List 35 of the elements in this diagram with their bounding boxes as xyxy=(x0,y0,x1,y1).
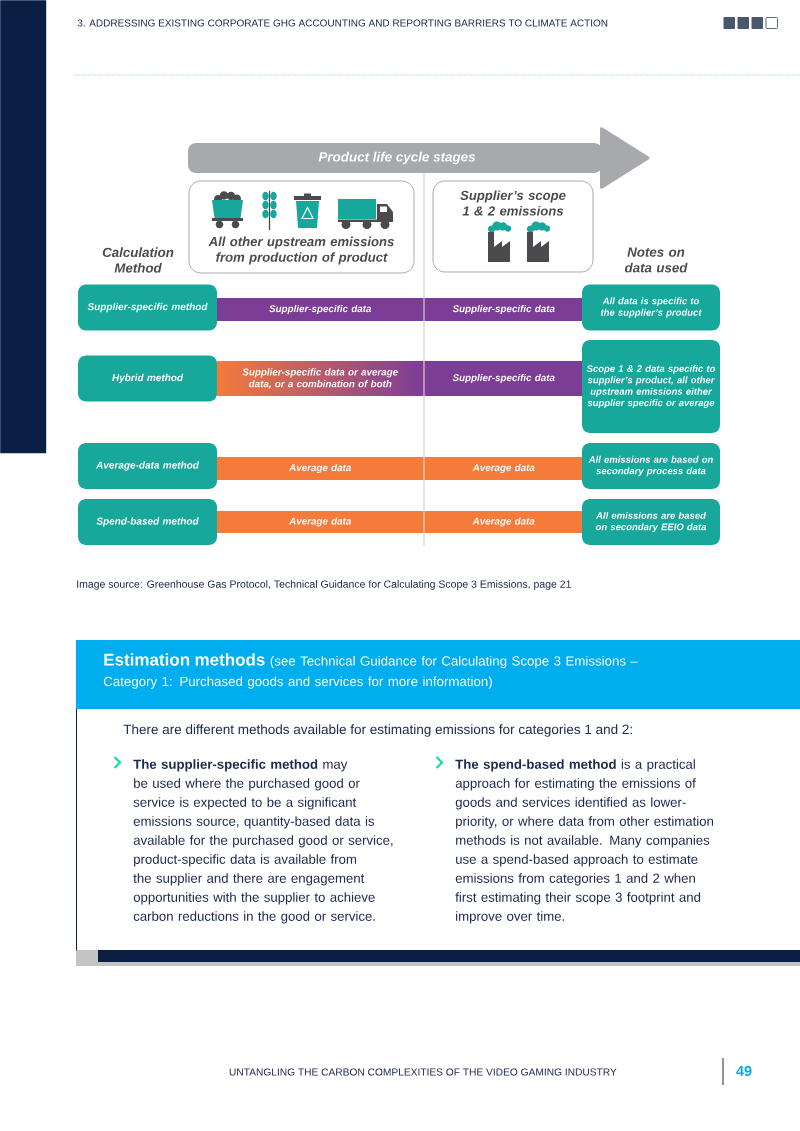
method-box: Hybrid method xyxy=(78,355,217,402)
source-caption: Image source: Greenhouse Gas Protocol, Technical Guidance for Calculating Scope 3 Emissions, page 21 xyxy=(77,580,571,590)
data-bar: Supplier-specific data xyxy=(424,361,583,396)
bullet-paragraph: The spend-based method is a practical approach for estimating the emissions of goods and services identified as lower-priority, or where data from other estimation methods is not available. Many companies use a spend-based approach to estimate emissions from categories 1 and 2 when first estimating their scope 3 footprint and improve over time. xyxy=(455,759,714,924)
data-bar: Average data xyxy=(217,457,424,480)
side-bar xyxy=(0,0,47,454)
stage-box: Supplier’s scope 1 & 2 emissions xyxy=(432,180,594,273)
data-bar: Supplier-specific data xyxy=(424,298,583,321)
running-head: 3. ADDRESSING EXISTING CORPORATE GHG ACCOUNTING AND REPORTING BARRIERS TO CLIMATE ACTION xyxy=(77,19,608,27)
column-heading: Calculation Method xyxy=(102,247,174,273)
node-label: Average data xyxy=(289,463,351,474)
note-box: All emissions are based on secondary EEIO data xyxy=(582,499,720,545)
node-label: Supplier-specific data xyxy=(452,373,555,384)
page-number: 49 xyxy=(736,1065,752,1077)
method-box: Spend-based method xyxy=(78,499,217,545)
note-box: All emissions are based on secondary process data xyxy=(582,443,720,489)
node-label: Average data xyxy=(289,517,351,527)
method-box: Supplier-specific method xyxy=(78,284,217,331)
data-bar: Average data xyxy=(424,457,583,480)
data-bar: Average data xyxy=(424,511,583,533)
data-bar: Supplier-specific data or average data, or a combination of both xyxy=(217,361,424,396)
node-label: Average data xyxy=(472,463,535,474)
intro-paragraph: There are different methods available for estimating emissions for categories 1 and 2: xyxy=(123,724,632,737)
panel-heading: Estimation methods (see Technical Guidance for Calculating Scope 3 Emissions – Category 1: Purchased goods and services for more information) xyxy=(76,640,800,709)
node-label: Average data xyxy=(472,517,535,527)
method-box: Average-data method xyxy=(78,443,217,489)
note-box: All data is specific to the supplier’s product xyxy=(582,284,720,331)
node-label: Supplier-specific data xyxy=(269,304,372,315)
data-bar: Average data xyxy=(217,511,424,533)
running-footer: UNTANGLING THE CARBON COMPLEXITIES OF THE VIDEO GAMING INDUSTRY xyxy=(229,1068,617,1076)
node-label: Supplier-specific data xyxy=(452,304,555,315)
bullet-paragraph: The supplier-specific method may be used where the purchased good or service is expected to be a significant emissions source, quantity-based data is available for the purchased good or service, product-specific data is available from the supplier and there are engagement opportunities with the supplier to achieve carbon reductions in the good or service. xyxy=(133,759,393,924)
column-heading: Notes on data used xyxy=(624,247,688,273)
data-bar: Supplier-specific data xyxy=(217,298,424,321)
note-box: Scope 1 & 2 data specific to supplier’s product, all other upstream emissions either supplier specific or average xyxy=(582,340,720,433)
